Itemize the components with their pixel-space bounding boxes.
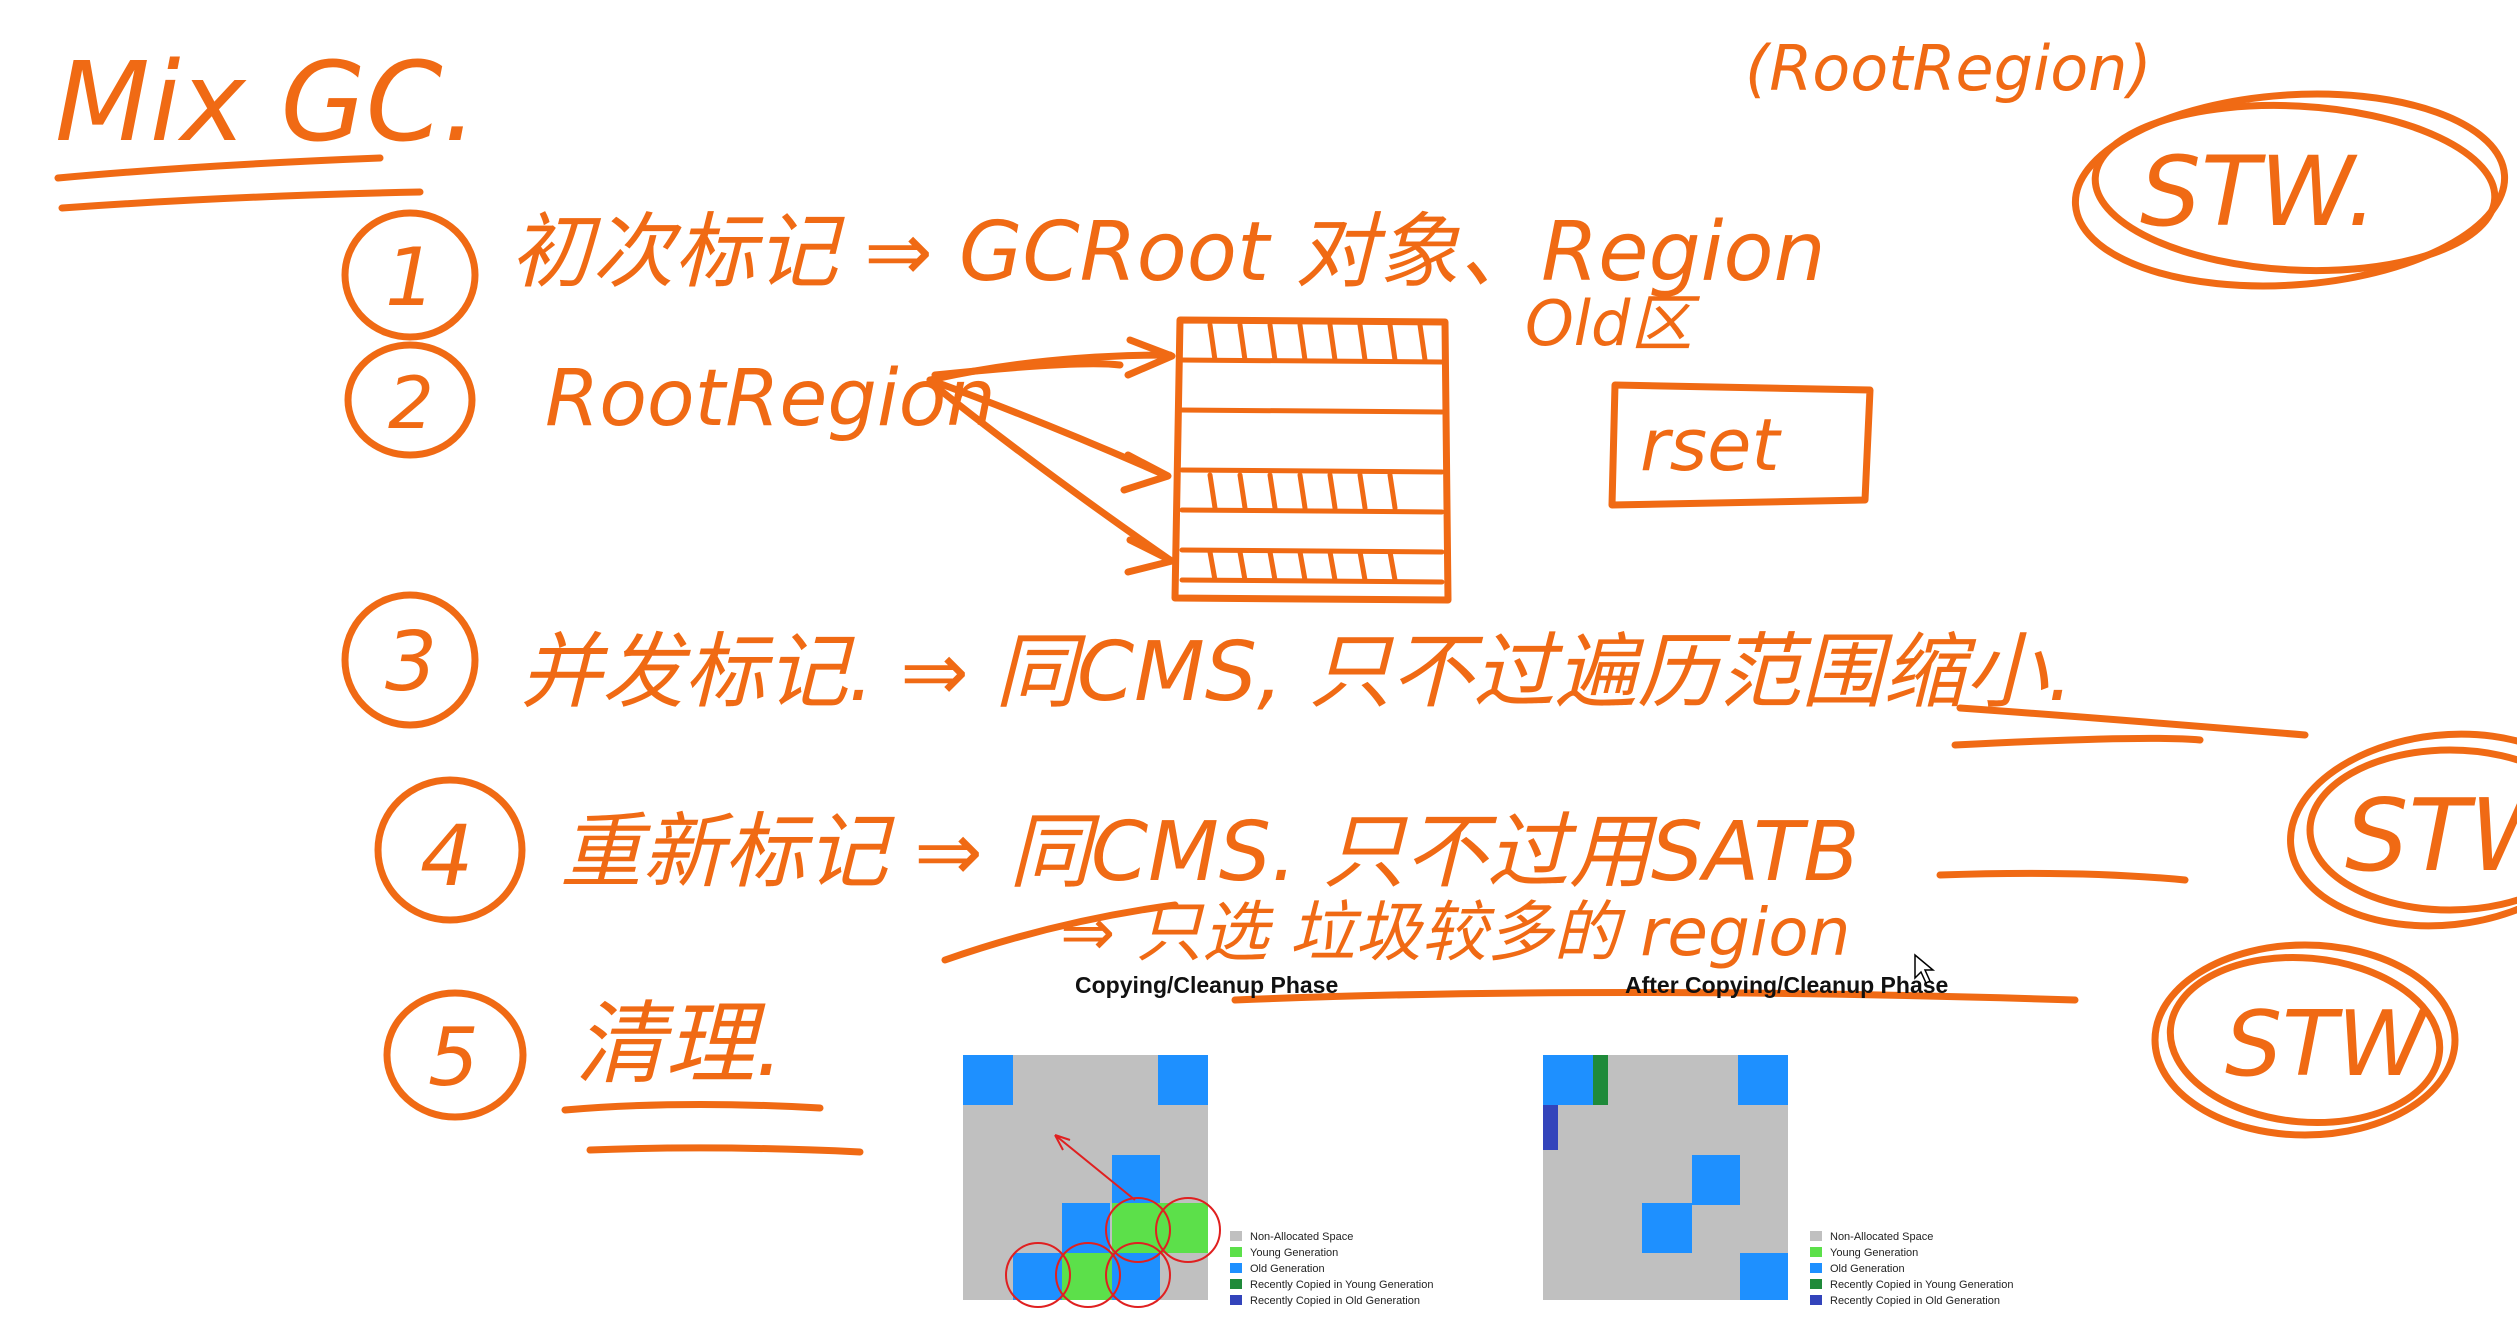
step-5-number: 5 (428, 1011, 479, 1104)
step-1-number: 1 (385, 231, 436, 324)
panel-1-red-circle (1005, 1242, 1071, 1308)
panel-2-legend-label: Young Generation (1830, 1247, 1918, 1259)
step-5-underline-2 (586, 1144, 864, 1156)
top-right-note: (RootRegion) (1745, 32, 2152, 105)
stw-label-1: STW. (2140, 136, 2377, 248)
step-4: 4 重新标记 ⇒ 同CMS. 只不过用SATB (374, 734, 2204, 924)
step-4-text: 重新标记 ⇒ 同CMS. 只不过用SATB (560, 805, 1860, 900)
panel-2-old-block (1740, 1253, 1788, 1300)
step-5: 5 清理. (383, 989, 864, 1156)
title-underline-2 (58, 188, 424, 212)
step-1: 1 初次标记 ⇒ GCRoot 对象、Region (341, 205, 1826, 341)
step-2-text: RootRegion (545, 354, 996, 444)
panel-1-legend-label: Old Generation (1250, 1263, 1325, 1275)
rset-box: rset (1608, 381, 1874, 509)
stw-bubble-3: STW (2151, 941, 2459, 1139)
panel-copying-cleanup: Copying/Cleanup Phase Non-Allocated Spac… (963, 972, 1433, 1308)
panel-1-legend-label: Young Generation (1250, 1247, 1338, 1259)
panel-2-old-block (1738, 1055, 1788, 1105)
satb-underline (1936, 869, 2189, 884)
panel-1-young-block (1112, 1203, 1160, 1253)
panel-1-old-block (1158, 1055, 1208, 1105)
step-3: 3 并发标记. ⇒ 同CMS, 只不过遍历范围缩小. (341, 591, 2309, 739)
panel-2-legend: Non-Allocated Space Young Generation Old… (1810, 1231, 2013, 1307)
rootregion-arrows (926, 336, 1176, 576)
panel-2-old-block (1543, 1055, 1593, 1105)
panel-2-legend-label: Old Generation (1830, 1263, 1905, 1275)
panel-1-title: Copying/Cleanup Phase (1075, 972, 1338, 998)
stw-label-3: STW (2225, 992, 2429, 1097)
panel-1-red-circle (1105, 1242, 1171, 1308)
stw-label-2: STW (2345, 777, 2517, 894)
panel-2-legend-label: Recently Copied in Young Generation (1830, 1279, 2013, 1291)
panel-1-old-block (1062, 1203, 1110, 1253)
step-1-text: 初次标记 ⇒ GCRoot 对象、Region (510, 205, 1826, 300)
stw-bubble-2: STW (2287, 730, 2517, 930)
mouse-cursor-icon (1914, 953, 1936, 985)
panel-1-red-circle (1055, 1242, 1121, 1308)
panel-1-old-block (963, 1055, 1013, 1105)
panel-1-red-circle (1155, 1197, 1221, 1263)
panel-1-red-circle (1105, 1197, 1171, 1263)
title-underline-1 (54, 154, 384, 182)
step-2: 2 RootRegion (344, 341, 996, 459)
panel-1-legend-label: Recently Copied in Old Generation (1250, 1295, 1420, 1307)
step-4-underline (1951, 734, 2204, 749)
step-5-underline-1 (561, 1100, 824, 1114)
panel-2-legend-label: Non-Allocated Space (1830, 1231, 1933, 1243)
step-5-text: 清理. (575, 992, 784, 1097)
panel-1-young-block (1160, 1203, 1208, 1253)
old-region-label: Old区 (1525, 287, 1700, 360)
diagram-title: Mix GC. (55, 38, 478, 166)
step-2-number: 2 (388, 361, 434, 445)
panel-1-legend-label: Non-Allocated Space (1250, 1231, 1353, 1243)
step-3-underline (1956, 704, 2309, 739)
region-note-text: ⇒ 只选 垃圾较多的 region (1060, 894, 1850, 971)
region-note: ⇒ 只选 垃圾较多的 region (941, 894, 2079, 1004)
stw-bubble-1: STW. (2071, 90, 2509, 290)
panel-1-legend-label: Recently Copied in Young Generation (1250, 1279, 1433, 1291)
panel-1-red-arrow (1054, 1134, 1136, 1201)
panel-1-old-block (1013, 1253, 1063, 1300)
panel-2-recent-old-block (1543, 1105, 1558, 1150)
region-stack (1171, 316, 1452, 604)
panel-2-old-block (1692, 1155, 1740, 1205)
step-3-text: 并发标记. ⇒ 同CMS, 只不过遍历范围缩小. (520, 625, 2073, 720)
panel-2-title: After Copying/Cleanup Phase (1625, 972, 1948, 998)
rset-label: rset (1640, 403, 1782, 487)
panel-2-old-block (1642, 1203, 1692, 1253)
step-4-number: 4 (420, 807, 473, 905)
panel-after-copying-cleanup: After Copying/Cleanup Phase Non-Allocate… (1543, 972, 2013, 1307)
panel-2-recent-young-block (1593, 1055, 1608, 1105)
panel-1-legend: Non-Allocated Space Young Generation Old… (1230, 1231, 1433, 1307)
panel-2-legend-label: Recently Copied in Old Generation (1830, 1295, 2000, 1307)
step-3-number: 3 (385, 615, 437, 710)
panel-1-old-block (1112, 1155, 1160, 1205)
